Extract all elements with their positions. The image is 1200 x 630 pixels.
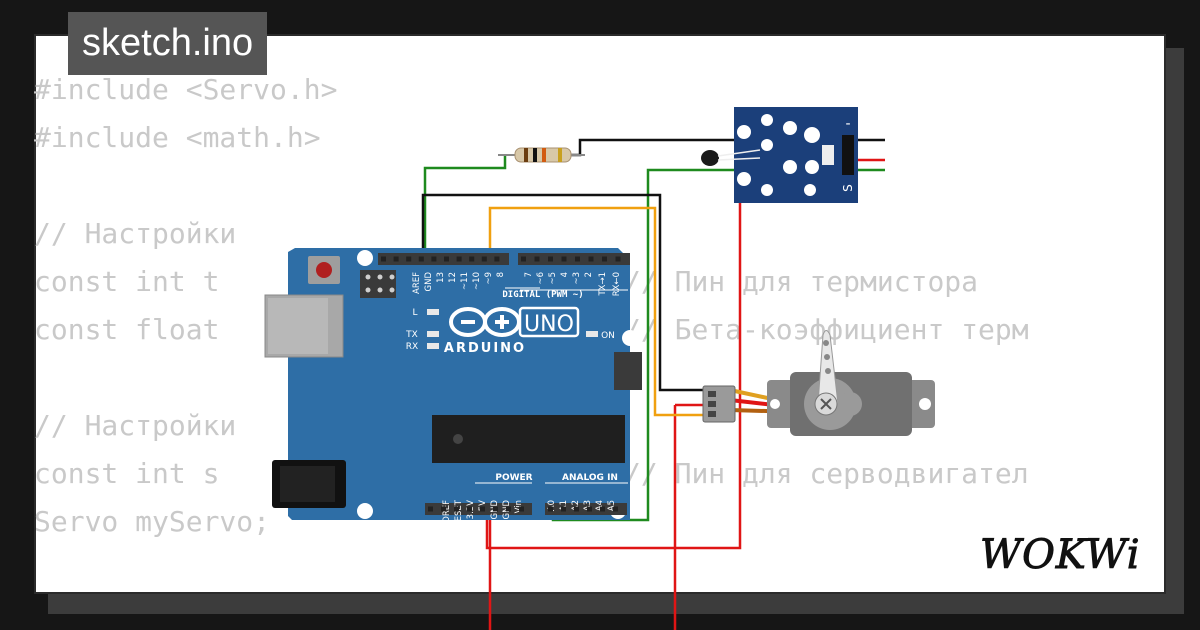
header-pin <box>534 256 540 262</box>
header-pin <box>469 256 475 262</box>
pin-label: 8 <box>496 272 506 277</box>
thermistor-bead <box>701 150 719 166</box>
board-brand-label: ARDUINO <box>444 341 526 356</box>
pin-label: A2 <box>571 500 581 511</box>
pin-label: A4 <box>595 500 605 511</box>
header-pin <box>481 256 487 262</box>
pin-label: ~3 <box>572 272 582 285</box>
pin-label: ~10 <box>472 272 482 290</box>
header-pin <box>548 256 553 262</box>
header-pin <box>587 506 592 512</box>
pin-label: A0 <box>547 500 557 511</box>
wokwi-logo: WOKWi <box>980 532 1141 579</box>
pin-label: ~9 <box>484 272 494 285</box>
digital-header-left <box>378 253 509 265</box>
header-pin <box>428 506 433 512</box>
code-line: const int t // Пин для термистора <box>34 265 979 298</box>
pin-label: AREF <box>412 272 422 294</box>
digital-header-right <box>518 253 630 265</box>
sensor-pin-s: S <box>841 184 855 192</box>
header-pin <box>575 256 580 262</box>
power-header-label: POWER <box>495 473 532 483</box>
led-on-label: ON <box>601 331 615 341</box>
code-line: // Настройки <box>34 217 237 250</box>
header-pin <box>494 256 500 262</box>
digital-header-label: DIGITAL (PWM ~) <box>502 290 583 300</box>
pin-label: A1 <box>559 500 569 511</box>
pin-label: ~11 <box>460 272 470 290</box>
header-pin <box>393 256 399 262</box>
board-model-label: UNO <box>524 312 574 337</box>
header-pin <box>381 256 386 262</box>
pin-label: 7 <box>524 272 534 277</box>
pin-label: 12 <box>448 272 458 283</box>
header-pin <box>600 506 605 512</box>
header-pin <box>418 256 424 262</box>
pin-label: IOREF <box>442 500 452 525</box>
atmega-chip <box>432 415 625 463</box>
header-pin <box>615 256 621 262</box>
led-l-label: L <box>412 308 417 318</box>
header-pin <box>548 506 553 512</box>
header-pin <box>493 506 498 512</box>
pin-label: TX→1 <box>598 272 608 297</box>
servo-connector <box>702 385 736 423</box>
header-pin <box>506 506 511 512</box>
ntc-sensor-module: - S <box>701 107 858 203</box>
servo-motor <box>767 330 935 436</box>
wire-orange-servo-signal <box>488 206 705 417</box>
code-line: #include <Servo.h> <box>34 73 338 106</box>
header-pin <box>521 256 526 262</box>
header-pin <box>406 256 412 262</box>
header-pin <box>588 256 594 262</box>
servo-horn <box>817 330 839 405</box>
header-pin <box>454 506 459 512</box>
wire-green-resistor <box>423 156 507 262</box>
led-rx-label: RX <box>406 342 418 352</box>
code-line: Servo myServo; <box>34 505 271 538</box>
arduino-uno-board: UNO ARDUINO L TX RX ON DIGITAL (PWM ~) P… <box>264 248 642 527</box>
header-pin <box>613 506 618 512</box>
wire-black-servo-gnd <box>421 193 705 392</box>
pin-label: ~5 <box>548 272 558 285</box>
pin-label: 5V <box>478 500 488 511</box>
pin-label: RX←0 <box>612 272 622 296</box>
header-pin <box>456 256 462 262</box>
pin-label: 13 <box>436 272 446 283</box>
header-pin <box>602 256 607 262</box>
header-pin <box>480 506 485 512</box>
pin-label: 4 <box>560 272 570 277</box>
header-pin <box>441 506 446 512</box>
led-tx-label: TX <box>405 330 418 340</box>
analog-header <box>545 503 627 515</box>
pin-label: RESET <box>454 499 464 527</box>
analog-header-label: ANALOG IN <box>562 473 618 483</box>
code-line: #include <math.h> <box>34 121 321 154</box>
header-pin <box>561 256 567 262</box>
header-pin <box>574 506 579 512</box>
power-header <box>425 503 532 515</box>
header-pin <box>431 256 437 262</box>
pin-label: ~6 <box>536 272 546 285</box>
pin-label: A3 <box>583 500 593 511</box>
pin-label: GND <box>424 272 434 292</box>
code-line: const float // Бета-коэффициент терм <box>34 313 1029 346</box>
code-line: // Настройки <box>34 409 237 442</box>
header-pin <box>561 506 566 512</box>
pin-label: A5 <box>607 500 617 511</box>
header-pin <box>519 506 524 512</box>
header-pins <box>381 256 621 512</box>
wokwi-logo-text: WOKWi <box>980 532 1141 578</box>
header-pin <box>444 256 449 262</box>
sensor-pin-minus: - <box>845 116 850 132</box>
pin-label: 2 <box>584 272 594 277</box>
file-tab[interactable]: sketch.ino <box>68 12 268 75</box>
header-pin <box>467 506 472 512</box>
resistor <box>498 147 585 163</box>
